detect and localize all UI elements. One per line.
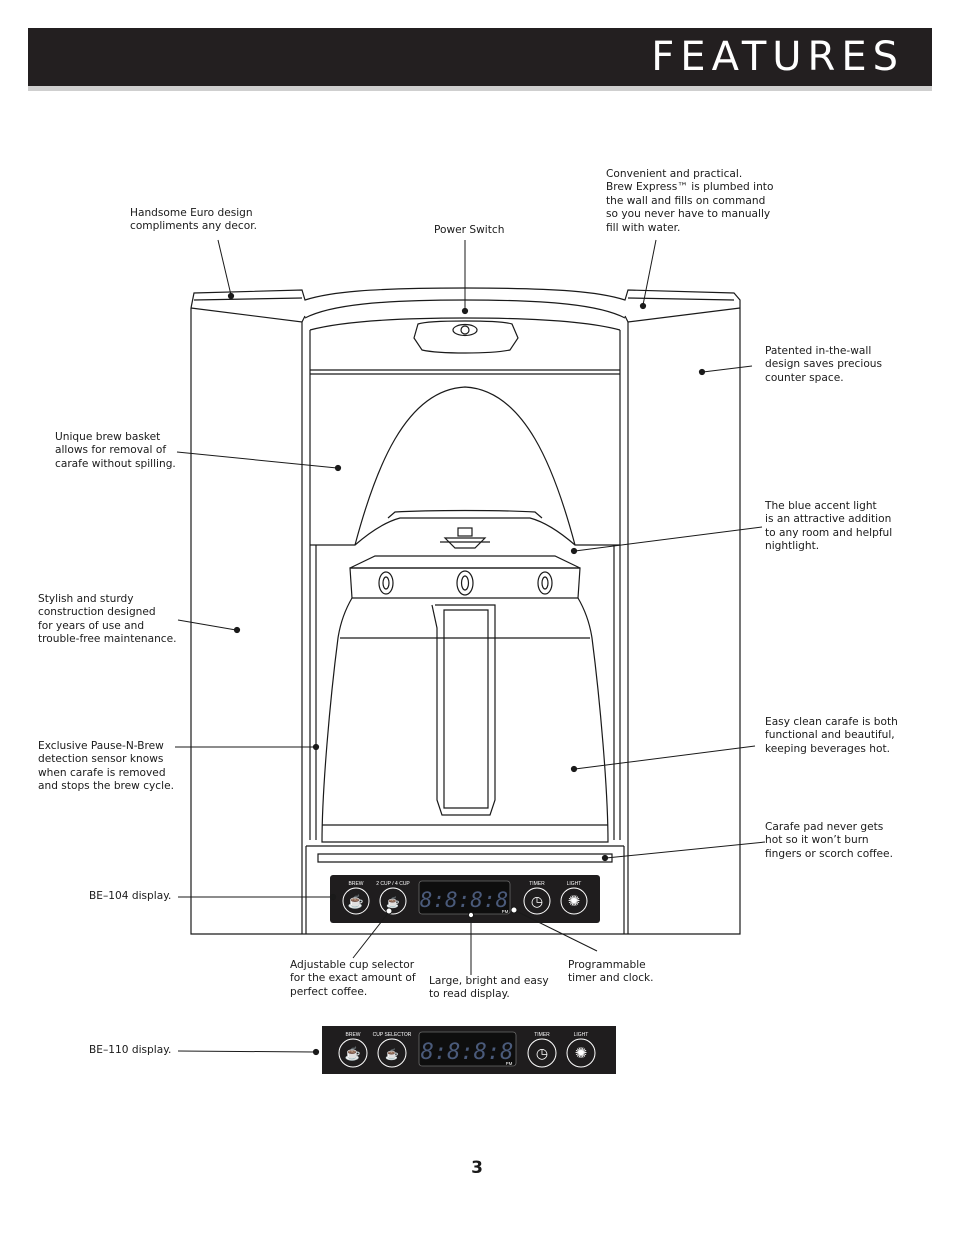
brew-icon: ☕ xyxy=(345,1045,361,1061)
carafe-pad xyxy=(317,853,613,863)
be110-brew-label: BREW xyxy=(346,1032,361,1038)
be110-pm: PM xyxy=(506,1061,513,1066)
callout-be110: BE–110 display. xyxy=(89,1044,172,1056)
be104-digits: 8:8:8:8 xyxy=(420,888,509,912)
light-icon: ✺ xyxy=(568,893,581,910)
callout-blue-light: The blue accent light is an attractive a… xyxy=(765,500,893,553)
housing-outline xyxy=(190,308,741,935)
leader-lines xyxy=(175,239,766,1056)
be110-cup-label: CUP SELECTOR xyxy=(373,1032,412,1038)
header-bar: FEATURES xyxy=(28,28,932,86)
be110-digits: 8:8:8:8 xyxy=(421,1040,514,1065)
page-title: FEATURES xyxy=(651,34,904,80)
brew-icon: ☕ xyxy=(348,893,364,909)
callout-be104: BE–104 display. xyxy=(89,890,172,902)
callout-large-display: Large, bright and easy to read display. xyxy=(429,975,549,1001)
header-underline xyxy=(28,86,932,91)
be104-light-label: LIGHT xyxy=(567,881,582,887)
callout-power-switch: Power Switch xyxy=(434,224,505,236)
be110-timer-label: TIMER xyxy=(534,1032,550,1038)
power-switch xyxy=(413,320,519,354)
callout-pause-n-brew: Exclusive Pause-N-Brew detection sensor … xyxy=(38,740,174,793)
cup-icon: ☕ xyxy=(385,1047,399,1061)
timer-icon: ◷ xyxy=(536,1045,548,1061)
callout-cup-selector: Adjustable cup selector for the exact am… xyxy=(290,959,416,998)
cup-icon: ☕ xyxy=(386,895,400,909)
be104-cup-label: 2 CUP / 4 CUP xyxy=(376,881,410,887)
be110-control-panel: ☕ ☕ ◷ ✺ BREW CUP SELECTOR TIMER LIGHT 8:… xyxy=(322,1026,616,1074)
callout-easy-clean: Easy clean carafe is both functional and… xyxy=(765,716,898,755)
be104-pm: PM xyxy=(502,909,509,914)
be110-light-label: LIGHT xyxy=(574,1032,589,1038)
page-number: 3 xyxy=(471,1158,483,1178)
callout-carafe-pad: Carafe pad never gets hot so it won’t bu… xyxy=(765,821,893,860)
callout-euro-design: Handsome Euro design compliments any dec… xyxy=(130,207,257,233)
carafe-handle xyxy=(431,604,496,816)
light-icon: ✺ xyxy=(575,1045,588,1062)
callout-programmable: Programmable timer and clock. xyxy=(568,959,654,985)
be104-timer-label: TIMER xyxy=(529,881,545,887)
callout-in-wall: Patented in-the-wall design saves precio… xyxy=(765,345,883,384)
timer-icon: ◷ xyxy=(531,893,543,909)
be104-control-panel: ☕ ☕ ◷ ✺ BREW 2 CUP / 4 CUP TIMER LIGHT 8… xyxy=(330,875,600,923)
carafe-body xyxy=(321,597,609,843)
brew-basket xyxy=(354,386,576,546)
callout-plumbed: Convenient and practical. Brew Express™ … xyxy=(606,168,774,234)
callout-brew-basket: Unique brew basket allows for removal of… xyxy=(55,431,176,470)
be104-brew-label: BREW xyxy=(349,881,364,887)
callout-sturdy: Stylish and sturdy construction designed… xyxy=(38,593,177,646)
